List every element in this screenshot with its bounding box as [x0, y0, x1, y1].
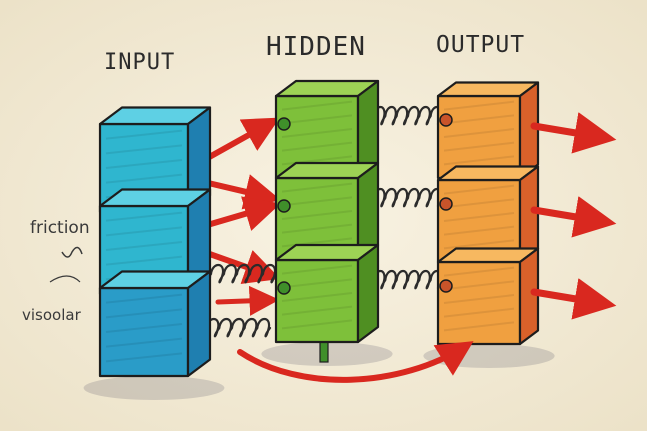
- cube-hatching: [281, 141, 353, 152]
- cube-hatching: [443, 239, 515, 250]
- input-layer-heading: INPUT: [104, 50, 176, 75]
- cube-side-face: [518, 81, 540, 180]
- cube-hatching: [443, 141, 515, 152]
- cube-hatching: [105, 293, 183, 304]
- cube-hatching: [105, 323, 183, 333]
- viscosity-annotation: visoolar: [22, 306, 81, 324]
- cube-hatching: [281, 264, 353, 275]
- friction-annotation: friction: [30, 218, 90, 238]
- cube-hatching: [105, 226, 183, 237]
- cube-hatching: [443, 198, 515, 209]
- cube-hatching: [443, 280, 515, 291]
- cube-hatching: [443, 225, 515, 236]
- cube-hatching: [281, 196, 353, 207]
- spring-coil: [372, 105, 444, 126]
- cube-hatching: [105, 144, 183, 155]
- cube-hatching: [443, 212, 515, 222]
- connector-nub: [277, 281, 291, 295]
- output-layer-heading: OUTPUT: [436, 32, 526, 58]
- hidden-output-spring: [372, 187, 444, 208]
- output-node-3: [436, 247, 540, 346]
- hidden-output-spring: [372, 105, 444, 126]
- hidden-output-spring: [372, 269, 444, 290]
- cube-hatching: [281, 292, 353, 302]
- connector-nub: [439, 279, 453, 293]
- connector-nub: [277, 117, 291, 131]
- cube-hatching: [443, 294, 515, 304]
- cube-hatching: [443, 184, 515, 195]
- output-node-1: [436, 81, 540, 180]
- cube-hatching: [281, 223, 353, 234]
- cube-hatching: [281, 305, 353, 316]
- annotation-pointer: [49, 275, 81, 283]
- spring-coil: [372, 187, 444, 208]
- annotation-pointer: [61, 246, 83, 258]
- cube-hatching: [105, 337, 183, 348]
- cube-side-face: [186, 270, 212, 378]
- cube-hatching: [281, 128, 353, 138]
- cube-shadow: [83, 376, 225, 400]
- connector-nub: [439, 197, 453, 211]
- hidden-node-3: [274, 243, 380, 344]
- hidden-node-1: [274, 79, 380, 180]
- cube-hatching: [281, 182, 353, 193]
- cube-hatching: [105, 308, 183, 319]
- output-arrow: [530, 112, 617, 154]
- cube-hatching: [443, 155, 515, 166]
- cube-hatching: [281, 237, 353, 248]
- input-hidden-arrow: [201, 174, 281, 210]
- cube-hatching: [281, 210, 353, 220]
- connector-nub: [439, 113, 453, 127]
- input-hidden-arrow: [201, 249, 281, 284]
- cube-hatching: [281, 114, 353, 125]
- cube-hatching: [281, 319, 353, 330]
- cube-hatching: [443, 128, 515, 138]
- cube-hatching: [105, 129, 183, 140]
- input-hidden-arrow: [201, 196, 281, 231]
- cube-hatching: [105, 241, 183, 251]
- cube-hatching: [281, 278, 353, 289]
- feedback-arrow: [237, 341, 474, 383]
- input-hidden-arrow: [201, 117, 280, 163]
- cube-hatching: [443, 321, 515, 332]
- cube-hatching: [105, 211, 183, 222]
- cube-side-face: [518, 247, 540, 346]
- spring-coil: [372, 269, 444, 290]
- cube-hatching: [105, 173, 183, 184]
- hidden-node-2: [274, 161, 380, 262]
- cube-hatching: [105, 352, 183, 363]
- output-arrow: [530, 278, 617, 320]
- cube-hatching: [281, 155, 353, 166]
- cube-hatching: [281, 100, 353, 111]
- cube-side-face: [356, 243, 380, 344]
- cube-hatching: [443, 307, 515, 318]
- input-node-3: [98, 270, 212, 378]
- hidden-layer-heading: HIDDEN: [266, 32, 366, 62]
- input-hidden-arrow: [215, 285, 280, 316]
- output-node-2: [436, 165, 540, 264]
- cube-hatching: [443, 266, 515, 277]
- cube-hatching: [105, 159, 183, 169]
- output-arrow: [530, 196, 617, 238]
- cube-hatching: [105, 255, 183, 266]
- cube-hatching: [443, 100, 515, 111]
- cube-hatching: [443, 114, 515, 125]
- connector-nub: [277, 199, 291, 213]
